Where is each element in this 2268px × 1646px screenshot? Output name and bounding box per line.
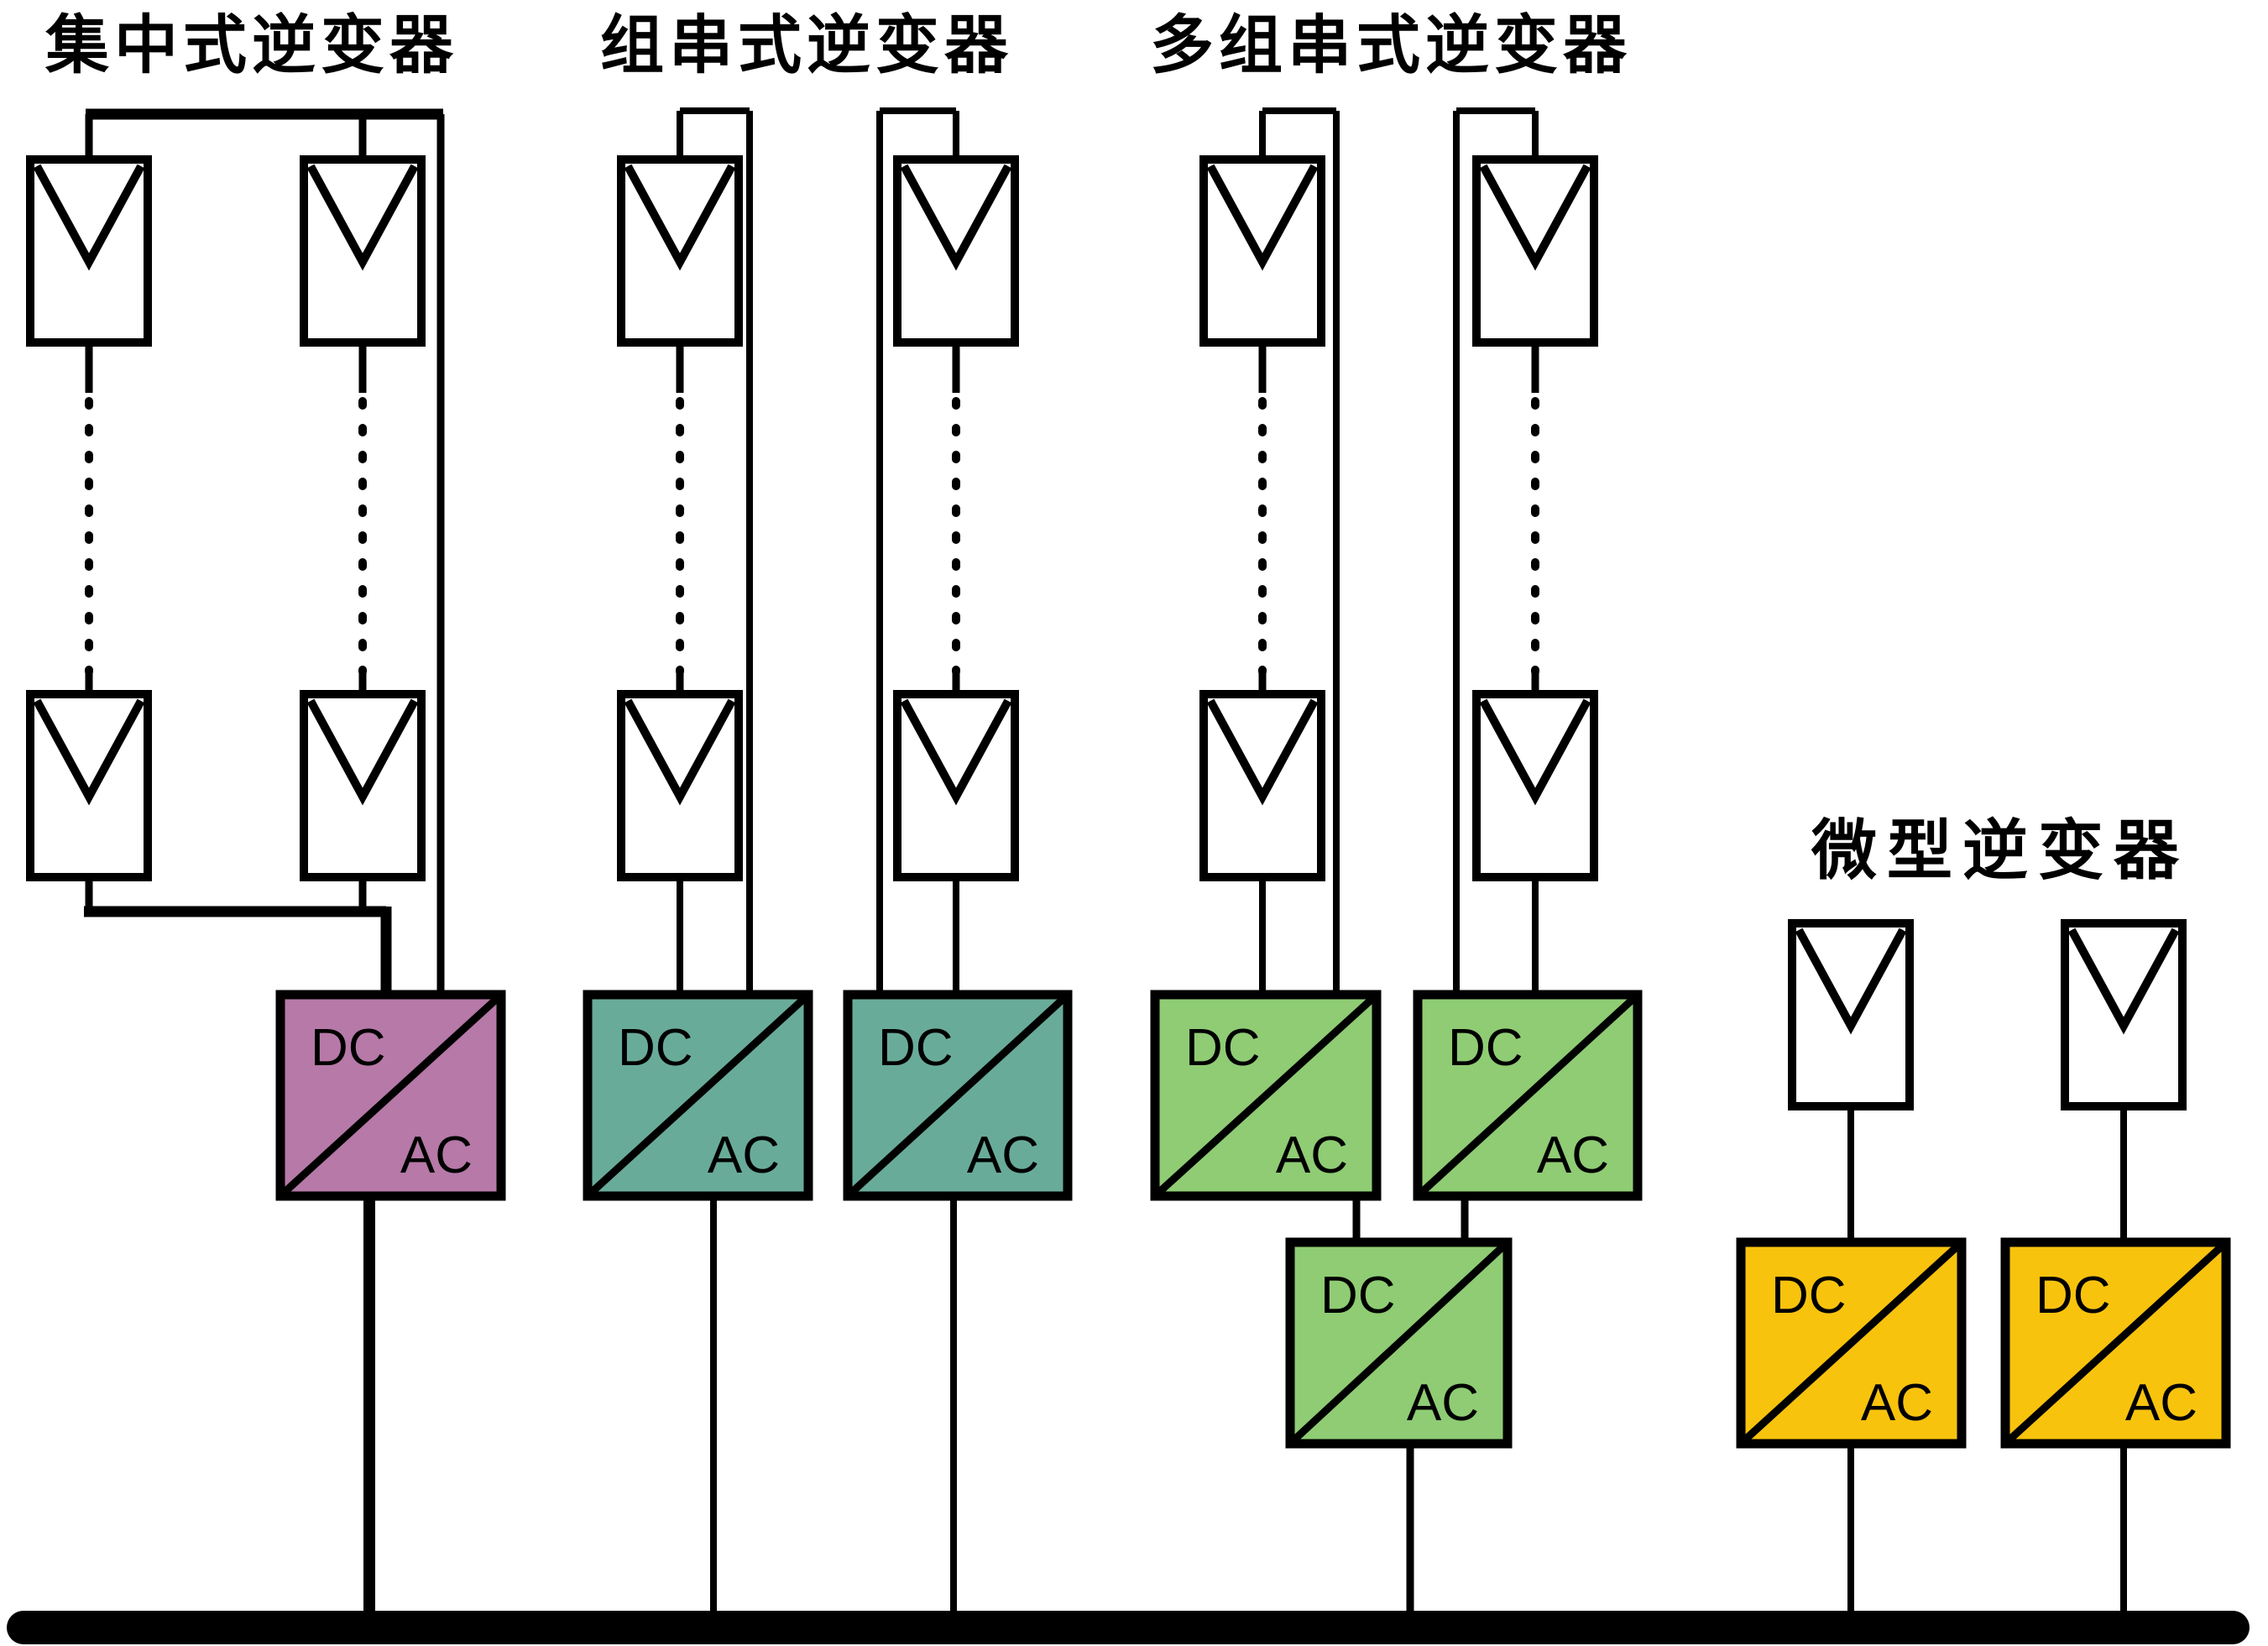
inverter-box-centralized: DC AC xyxy=(275,990,506,1201)
ac-label: AC xyxy=(400,1126,473,1184)
dc-label: DC xyxy=(1185,1019,1261,1077)
pv-panel xyxy=(30,694,148,877)
section-centralized: 集中式逆变器 DC AC xyxy=(30,10,506,1627)
inverter-box-micro-2: DC AC xyxy=(2000,1237,2231,1449)
pv-panel xyxy=(1792,923,1910,1106)
section-title-string: 组串式逆变器 xyxy=(600,10,1013,81)
inverter-diagonal xyxy=(2004,1241,2228,1445)
inverter-diagonal xyxy=(1416,993,1639,1198)
inverter-diagonal xyxy=(1153,993,1378,1198)
pv-panel xyxy=(30,159,148,342)
dc-label: DC xyxy=(311,1019,386,1077)
ac-label: AC xyxy=(967,1126,1039,1184)
inverter-box-string-2: DC AC xyxy=(843,990,1073,1201)
section-multi-string: 多组串式逆变器 DC AC DC AC xyxy=(1150,10,1643,1627)
inverter-diagonal xyxy=(1288,1241,1509,1445)
inverter-box-micro-1: DC AC xyxy=(1736,1237,1967,1449)
inverter-box-multi-string-1: DC AC xyxy=(1150,990,1382,1201)
dc-label: DC xyxy=(1771,1267,1847,1325)
ac-label: AC xyxy=(1537,1126,1609,1184)
dc-label: DC xyxy=(618,1019,693,1077)
section-string: 组串式逆变器 DC AC DC AC xyxy=(583,10,1073,1627)
pv-panel xyxy=(897,694,1015,877)
section-title-micro: 微型逆变器 xyxy=(1811,813,2189,887)
ac-label: AC xyxy=(1861,1374,1933,1432)
pv-panel xyxy=(304,159,421,342)
pv-panel xyxy=(1476,159,1594,342)
dc-label: DC xyxy=(1448,1019,1523,1077)
section-micro: 微型逆变器 DC AC DC AC xyxy=(1736,813,2231,1627)
ac-label: AC xyxy=(2125,1374,2197,1432)
pv-panel xyxy=(1204,159,1321,342)
inverter-diagonal xyxy=(279,993,503,1198)
dc-label: DC xyxy=(1320,1267,1396,1325)
section-title-multi-string: 多组串式逆变器 xyxy=(1150,10,1632,81)
inverter-box-multi-string-central: DC AC xyxy=(1285,1237,1513,1449)
pv-panel xyxy=(1476,694,1594,877)
ac-label: AC xyxy=(1407,1374,1479,1432)
pv-panel xyxy=(621,159,739,342)
ac-bus-bar xyxy=(7,1611,2250,1644)
pv-panel xyxy=(621,694,739,877)
pv-panel xyxy=(897,159,1015,342)
dc-label: DC xyxy=(2035,1267,2111,1325)
section-title-centralized: 集中式逆变器 xyxy=(44,10,458,81)
dc-label: DC xyxy=(878,1019,954,1077)
pv-panel xyxy=(2065,923,2182,1106)
inverter-diagonal xyxy=(586,993,810,1198)
ac-label: AC xyxy=(1276,1126,1348,1184)
pv-panel xyxy=(304,694,421,877)
inverter-diagonal xyxy=(846,993,1069,1198)
inverter-diagonal xyxy=(1739,1241,1963,1445)
ac-label: AC xyxy=(708,1126,780,1184)
inverter-box-multi-string-2: DC AC xyxy=(1413,990,1643,1201)
pv-panel xyxy=(1204,694,1321,877)
inverter-box-string-1: DC AC xyxy=(583,990,813,1201)
